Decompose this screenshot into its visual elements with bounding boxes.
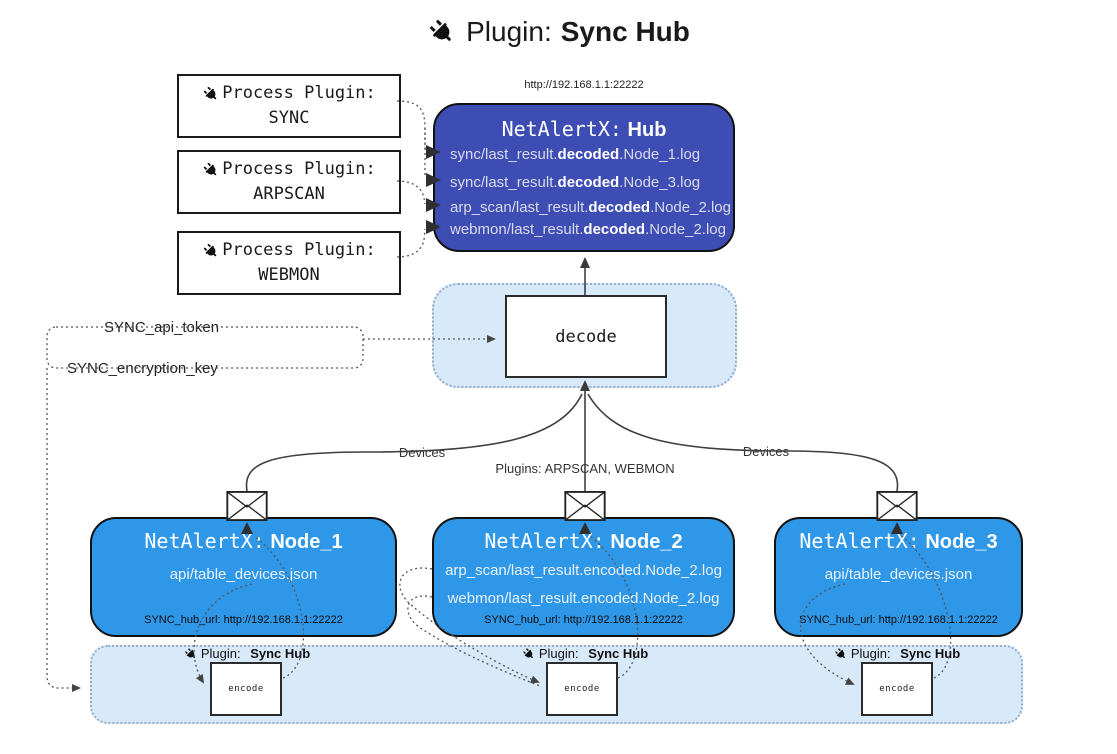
edge-label-devices-left: Devices [394,445,450,460]
envelope-icon [226,491,268,521]
encoder-plugin-label: Plugin: Sync Hub [184,646,310,661]
hub-url-label: http://192.168.1.1:22222 [524,79,644,91]
envelope-icon [564,491,606,521]
node-3-box: NetAlertX: Node_3 api/table_devices.json… [774,517,1023,637]
node-title: NetAlertX: Node_3 [799,529,998,553]
plug-icon [202,242,220,260]
node-file-line: arp_scan/last_result.encoded.Node_2.log [445,562,722,579]
edge-label-devices-right: Devices [738,444,794,459]
edge-label-plugins: Plugins: ARPSCAN, WEBMON [491,461,679,476]
plug-icon [522,647,536,661]
process-plugin-name: SYNC [268,108,310,128]
sync-api-token-label: SYNC_api_token [101,319,223,336]
hub-file-line: arp_scan/last_result.decoded.Node_2.log [450,199,731,216]
sync-encryption-key-label: SYNC_encryption_key [64,360,221,377]
process-plugin-label: Process Plugin: [222,83,376,103]
node-file-line: api/table_devices.json [169,566,318,583]
node-file-line: api/table_devices.json [824,566,973,583]
hub-box: NetAlertX: Hub sync/last_result.decoded.… [433,103,735,252]
node-hub-url: SYNC_hub_url: http://192.168.1.1:22222 [144,614,343,626]
title-prefix: Plugin: [466,16,552,47]
process-plugin-sync-box: Process Plugin: SYNC [177,74,401,138]
process-plugin-arpscan-box: Process Plugin: ARPSCAN [177,150,401,214]
plug-icon [202,85,220,103]
plug-icon [834,647,848,661]
encoder-plugin-label: Plugin: Sync Hub [522,646,648,661]
page-title: Plugin: Sync Hub [0,16,1117,48]
envelope-icon [876,491,918,521]
edge-webmon-plugin-to-hub [396,228,426,258]
edge-node3-to-decode [587,393,899,492]
node-hub-url: SYNC_hub_url: http://192.168.1.1:22222 [484,614,683,626]
node-title: NetAlertX: Node_1 [144,529,343,553]
edge-settings-to-encoders [46,368,81,692]
edge-sync-plugin-to-hub [396,100,426,149]
edge-arpscan-plugin-to-hub [396,180,426,205]
encoder-plugin-label: Plugin: Sync Hub [834,646,960,661]
title-name: Sync Hub [560,16,690,47]
hub-title-prefix: NetAlertX: [501,117,622,141]
node-hub-url: SYNC_hub_url: http://192.168.1.1:22222 [799,614,998,626]
edge-node1-to-decode [245,393,583,492]
process-plugin-name: WEBMON [258,265,320,285]
node-1-box: NetAlertX: Node_1 api/table_devices.json… [90,517,397,637]
node-2-box: NetAlertX: Node_2 arp_scan/last_result.e… [432,517,735,637]
process-plugin-label: Process Plugin: [222,240,376,260]
plug-icon [427,17,457,47]
process-plugin-webmon-box: Process Plugin: WEBMON [177,231,401,295]
node-file-line: webmon/last_result.encoded.Node_2.log [447,590,720,607]
decode-box: decode [505,295,667,378]
encode-box: encode [210,662,282,716]
process-plugin-label: Process Plugin: [222,159,376,179]
hub-file-line: sync/last_result.decoded.Node_1.log [450,146,701,163]
hub-file-line: webmon/last_result.decoded.Node_2.log [450,221,726,238]
process-plugin-name: ARPSCAN [253,184,325,204]
plug-icon [202,161,220,179]
hub-title: NetAlertX: Hub [435,117,733,142]
node-title: NetAlertX: Node_2 [484,529,683,553]
plug-icon [184,647,198,661]
hub-file-line: sync/last_result.decoded.Node_3.log [450,174,701,191]
encode-box: encode [546,662,618,716]
hub-title-name: Hub [627,119,667,141]
encode-box: encode [861,662,933,716]
